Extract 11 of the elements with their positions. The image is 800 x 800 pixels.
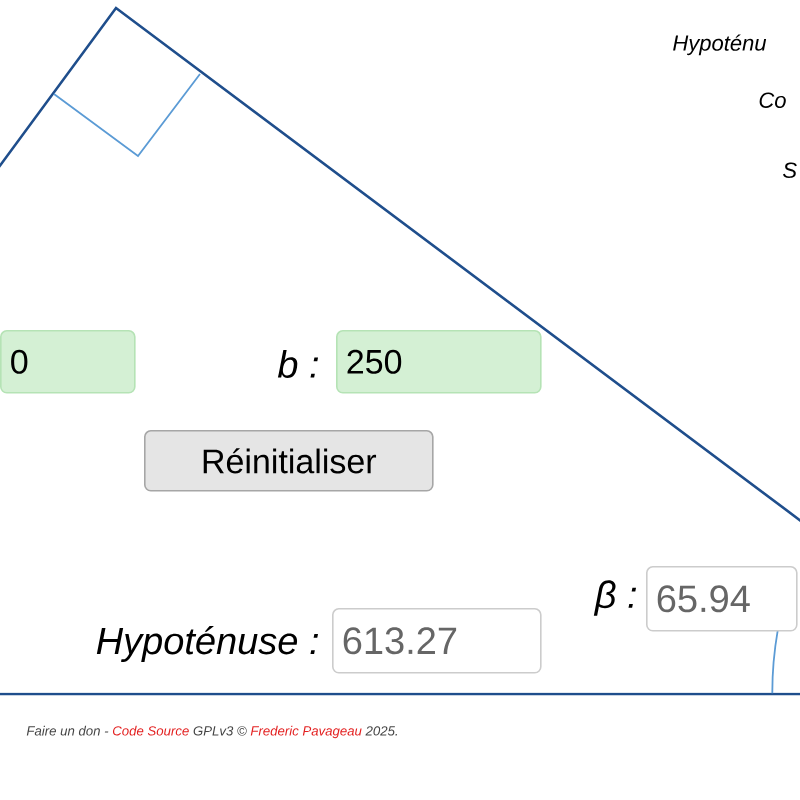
field-label: b : — [277, 350, 319, 378]
heading-text: Hypoténu — [673, 34, 767, 56]
reset-button: Réinitialiser — [144, 430, 434, 492]
heading-text: S — [783, 162, 797, 178]
field-label: β : — [593, 580, 637, 616]
input-field: 250 — [336, 330, 542, 394]
field-label: Hypoténuse : — [96, 626, 318, 662]
output-field: 613.27 — [332, 608, 542, 674]
output-field: 65.94 — [646, 566, 798, 632]
heading-text: Co — [759, 92, 786, 108]
input-field: 0 — [0, 330, 136, 394]
